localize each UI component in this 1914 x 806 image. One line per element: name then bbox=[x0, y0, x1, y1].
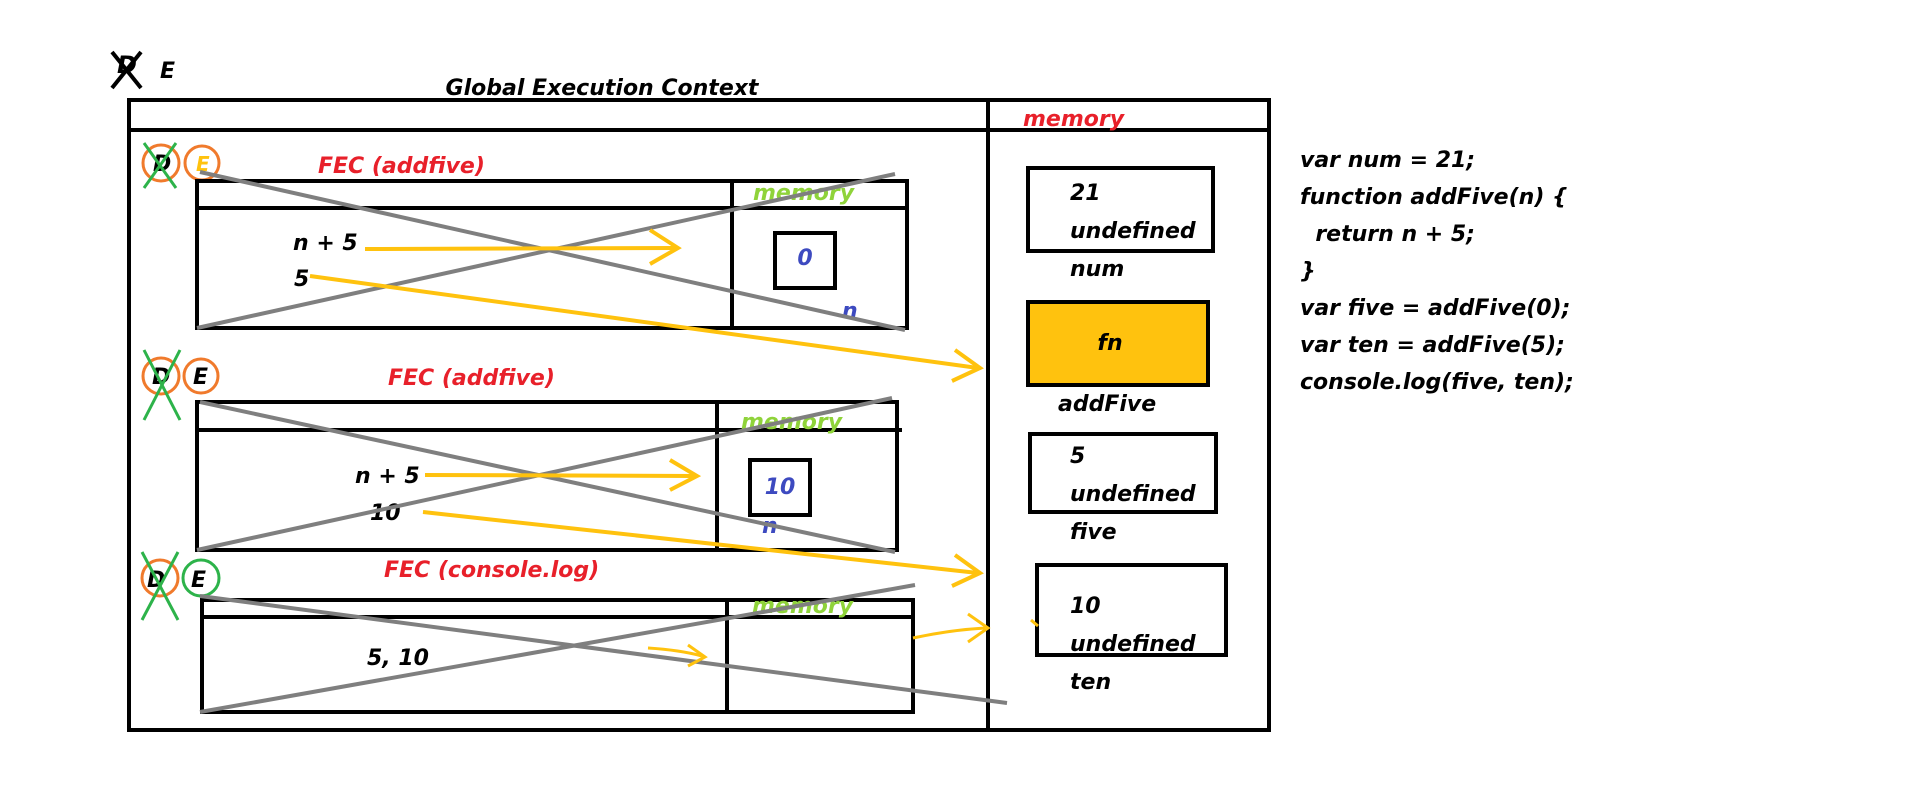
fec-block-2: D E FEC (addfive) memory n + 5 10 10 n bbox=[141, 349, 984, 588]
code-line: var num = 21; bbox=[1300, 148, 1475, 173]
fec-memory-box bbox=[773, 231, 837, 290]
marker-circle bbox=[182, 357, 220, 395]
top-marker-letter: E bbox=[160, 59, 175, 84]
arrow-line bbox=[309, 274, 979, 370]
global-context-frame bbox=[127, 98, 1271, 732]
arrow-head bbox=[648, 228, 682, 266]
marker-letter: E bbox=[196, 152, 210, 176]
code-line: function addFive(n) { bbox=[1300, 185, 1568, 210]
fec-memory-value: 0 bbox=[797, 246, 812, 271]
memory-cell-ten: 10 undefined ten bbox=[1035, 563, 1228, 695]
code-line: console.log(five, ten); bbox=[1300, 370, 1574, 395]
fec-strike-line bbox=[199, 594, 1008, 705]
marker-circle bbox=[141, 143, 181, 183]
memory-var-name: five bbox=[1070, 520, 1117, 545]
marker-letter: E bbox=[193, 365, 208, 390]
memory-value: undefined bbox=[1070, 219, 1196, 244]
marker-cross bbox=[142, 349, 182, 421]
memory-value: undefined bbox=[1070, 482, 1196, 507]
fec-memory-box bbox=[748, 458, 812, 517]
memory-var-name: addFive bbox=[1058, 392, 1156, 417]
fec-memory-value: 10 bbox=[765, 475, 796, 500]
marker-letter: E bbox=[191, 568, 206, 593]
memory-var-name: ten bbox=[1070, 670, 1111, 695]
memory-value: undefined bbox=[1070, 632, 1196, 657]
arrow-head bbox=[687, 643, 708, 668]
memory-box bbox=[1026, 166, 1215, 253]
arrow-line bbox=[424, 473, 696, 478]
code-line: var ten = addFive(5); bbox=[1300, 333, 1565, 358]
marker-circle bbox=[141, 356, 181, 396]
memory-cell-num: 21 undefined num bbox=[1026, 166, 1215, 282]
top-marker-struck-letter: D bbox=[117, 51, 137, 79]
arrow-head bbox=[951, 348, 984, 383]
top-marker: D E bbox=[110, 50, 175, 90]
fec-frame bbox=[195, 400, 899, 552]
source-code: var num = 21; function addFive(n) { retu… bbox=[1300, 148, 1574, 395]
memory-value: 10 bbox=[1070, 594, 1101, 619]
arrow-tick bbox=[1030, 618, 1039, 628]
memory-cell-five: 5 undefined five bbox=[1028, 432, 1218, 545]
fec-strike-line bbox=[199, 170, 906, 332]
fec-code-line: 5 bbox=[294, 267, 309, 292]
fec-frame bbox=[200, 598, 915, 714]
global-memory-label: memory bbox=[1023, 107, 1126, 132]
arrow-head bbox=[951, 553, 984, 588]
marker-circle bbox=[140, 558, 180, 598]
code-line: return n + 5; bbox=[1300, 222, 1475, 247]
memory-var-name: num bbox=[1070, 257, 1124, 282]
code-line: var five = addFive(0); bbox=[1300, 296, 1570, 321]
arrow-line bbox=[422, 510, 979, 575]
fec-block-3: D E FEC (console.log) memory 5, 10 bbox=[140, 551, 1039, 714]
fec-title: FEC (addfive) bbox=[318, 154, 485, 179]
fec-code-line: n + 5 bbox=[355, 464, 420, 489]
fec-block-1: D E FEC (addfive) memory n + 5 5 0 n bbox=[141, 142, 984, 383]
code-line: } bbox=[1300, 259, 1316, 284]
fec-strike-line bbox=[199, 583, 916, 714]
fec-frame bbox=[195, 179, 909, 330]
marker-cross bbox=[140, 551, 180, 621]
arrow-head bbox=[668, 458, 702, 492]
fec-code-line: 5, 10 bbox=[367, 646, 429, 671]
memory-value: 5 bbox=[1070, 444, 1085, 469]
memory-cell-addfive: fn addFive bbox=[1026, 300, 1210, 417]
global-context-title: Global Execution Context bbox=[446, 76, 760, 101]
function-box bbox=[1026, 300, 1210, 387]
arrow-line bbox=[912, 626, 986, 640]
arrow-line bbox=[647, 646, 703, 658]
memory-box bbox=[1035, 563, 1228, 657]
arrow-line bbox=[364, 246, 676, 251]
fec-title: FEC (addfive) bbox=[388, 366, 555, 391]
function-value: fn bbox=[1097, 331, 1122, 356]
arrow-head bbox=[967, 612, 991, 644]
fec-title: FEC (console.log) bbox=[384, 558, 599, 583]
memory-value: 21 bbox=[1070, 181, 1101, 206]
fec-code-line: n + 5 bbox=[293, 231, 358, 256]
memory-box bbox=[1028, 432, 1218, 514]
top-marker-cross bbox=[110, 50, 143, 90]
marker-cross bbox=[142, 142, 178, 189]
